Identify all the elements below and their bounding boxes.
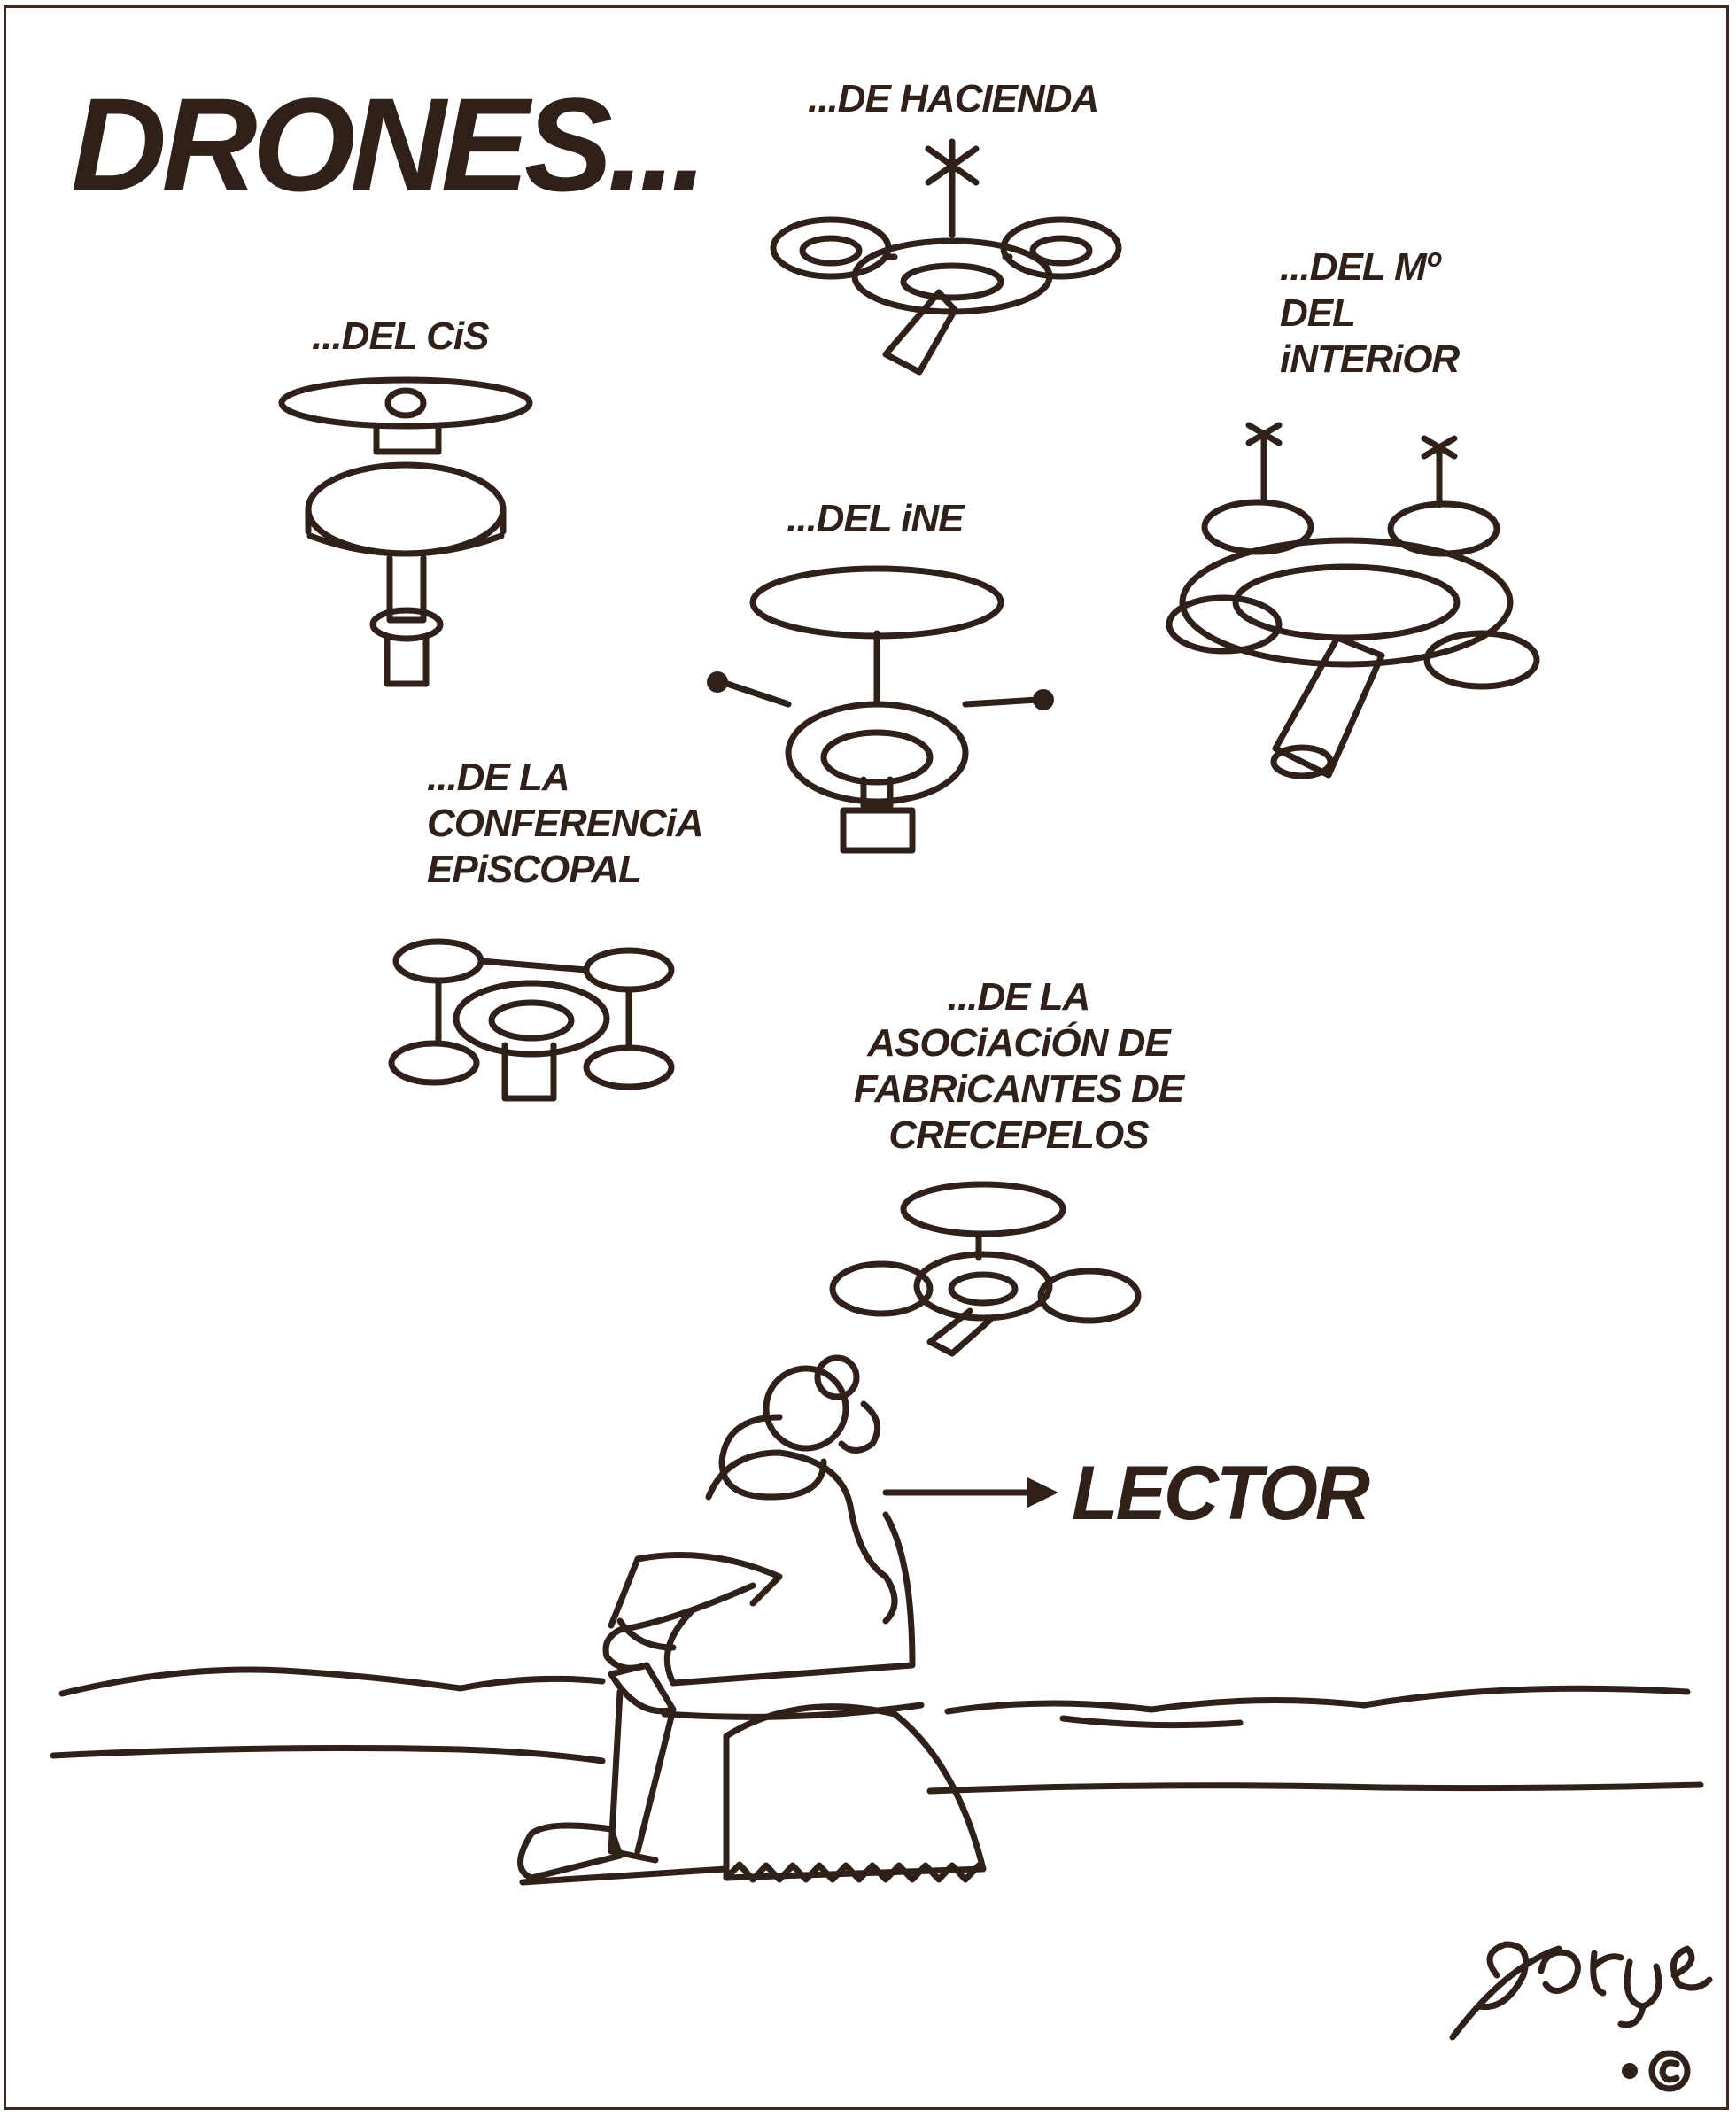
drone-hacienda <box>770 138 1122 376</box>
drone-interior <box>1166 422 1540 779</box>
drone-episcopal <box>388 938 675 1102</box>
caption-interior: ...DEL Mº DEL iNTERiOR <box>1280 245 1460 381</box>
caption-episcopal: ...DE LA CONFERENCiA EPiSCOPAL <box>427 756 704 891</box>
caption-hacienda: ...DE HACIENDA <box>808 77 1099 120</box>
landscape-hills <box>50 1666 1704 1795</box>
artist-signature <box>1449 1941 1713 2092</box>
drone-cis <box>278 376 533 687</box>
reader-label: LECTOR <box>1072 1451 1370 1536</box>
caption-cis: ...DEL CiS <box>312 314 489 358</box>
panel-frame <box>4 5 1729 2110</box>
reader-figure <box>517 1354 987 1886</box>
cartoon-title: DRONES... <box>71 70 708 219</box>
drone-ine <box>707 565 1054 854</box>
caption-ine: ...DEL iNE <box>787 497 964 540</box>
drone-crecepelos <box>829 1181 1142 1357</box>
reader-arrow <box>882 1477 1058 1508</box>
caption-crecepelos: ...DE LA ASOCiACiÓN DE FABRiCANTES DE CR… <box>853 975 1184 1157</box>
